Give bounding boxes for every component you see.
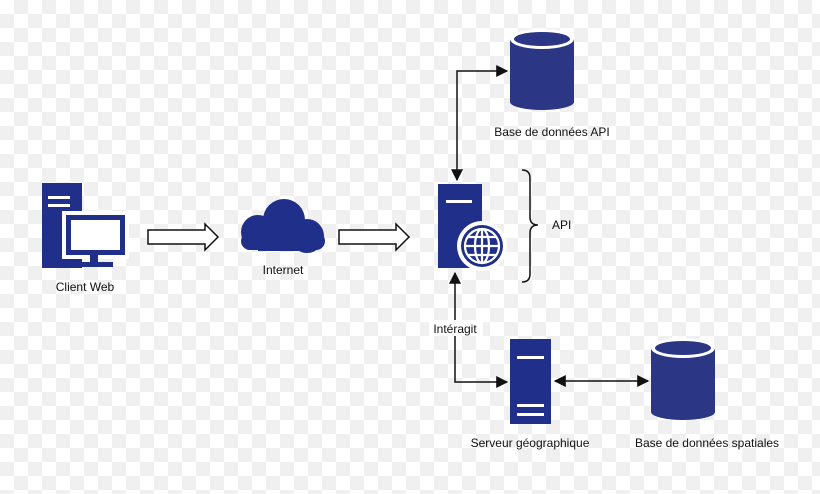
db-api-label: Base de données API <box>494 125 609 139</box>
interagit-edge-label: Intéragit <box>433 322 477 336</box>
connector-api-to-db-api <box>451 65 509 182</box>
desktop-computer-icon[interactable] <box>42 183 129 268</box>
api-group-label: API <box>552 218 571 232</box>
connector-geo-to-api <box>449 271 509 388</box>
db-spatial-label: Base de données spatiales <box>635 436 779 450</box>
web-server-icon[interactable] <box>438 184 507 271</box>
block-arrow-internet-to-api <box>338 222 411 252</box>
server-icon[interactable] <box>510 339 551 424</box>
client-web-label: Client Web <box>56 280 115 294</box>
database-icon[interactable] <box>510 29 574 110</box>
geo-server-label: Serveur géographique <box>471 436 590 450</box>
edge-label-background <box>429 320 483 336</box>
api-group-brace <box>521 169 539 283</box>
block-arrow-client-to-internet <box>147 222 220 252</box>
database-icon[interactable] <box>651 338 715 420</box>
cloud-icon[interactable] <box>241 199 325 253</box>
internet-label: Internet <box>263 263 304 277</box>
